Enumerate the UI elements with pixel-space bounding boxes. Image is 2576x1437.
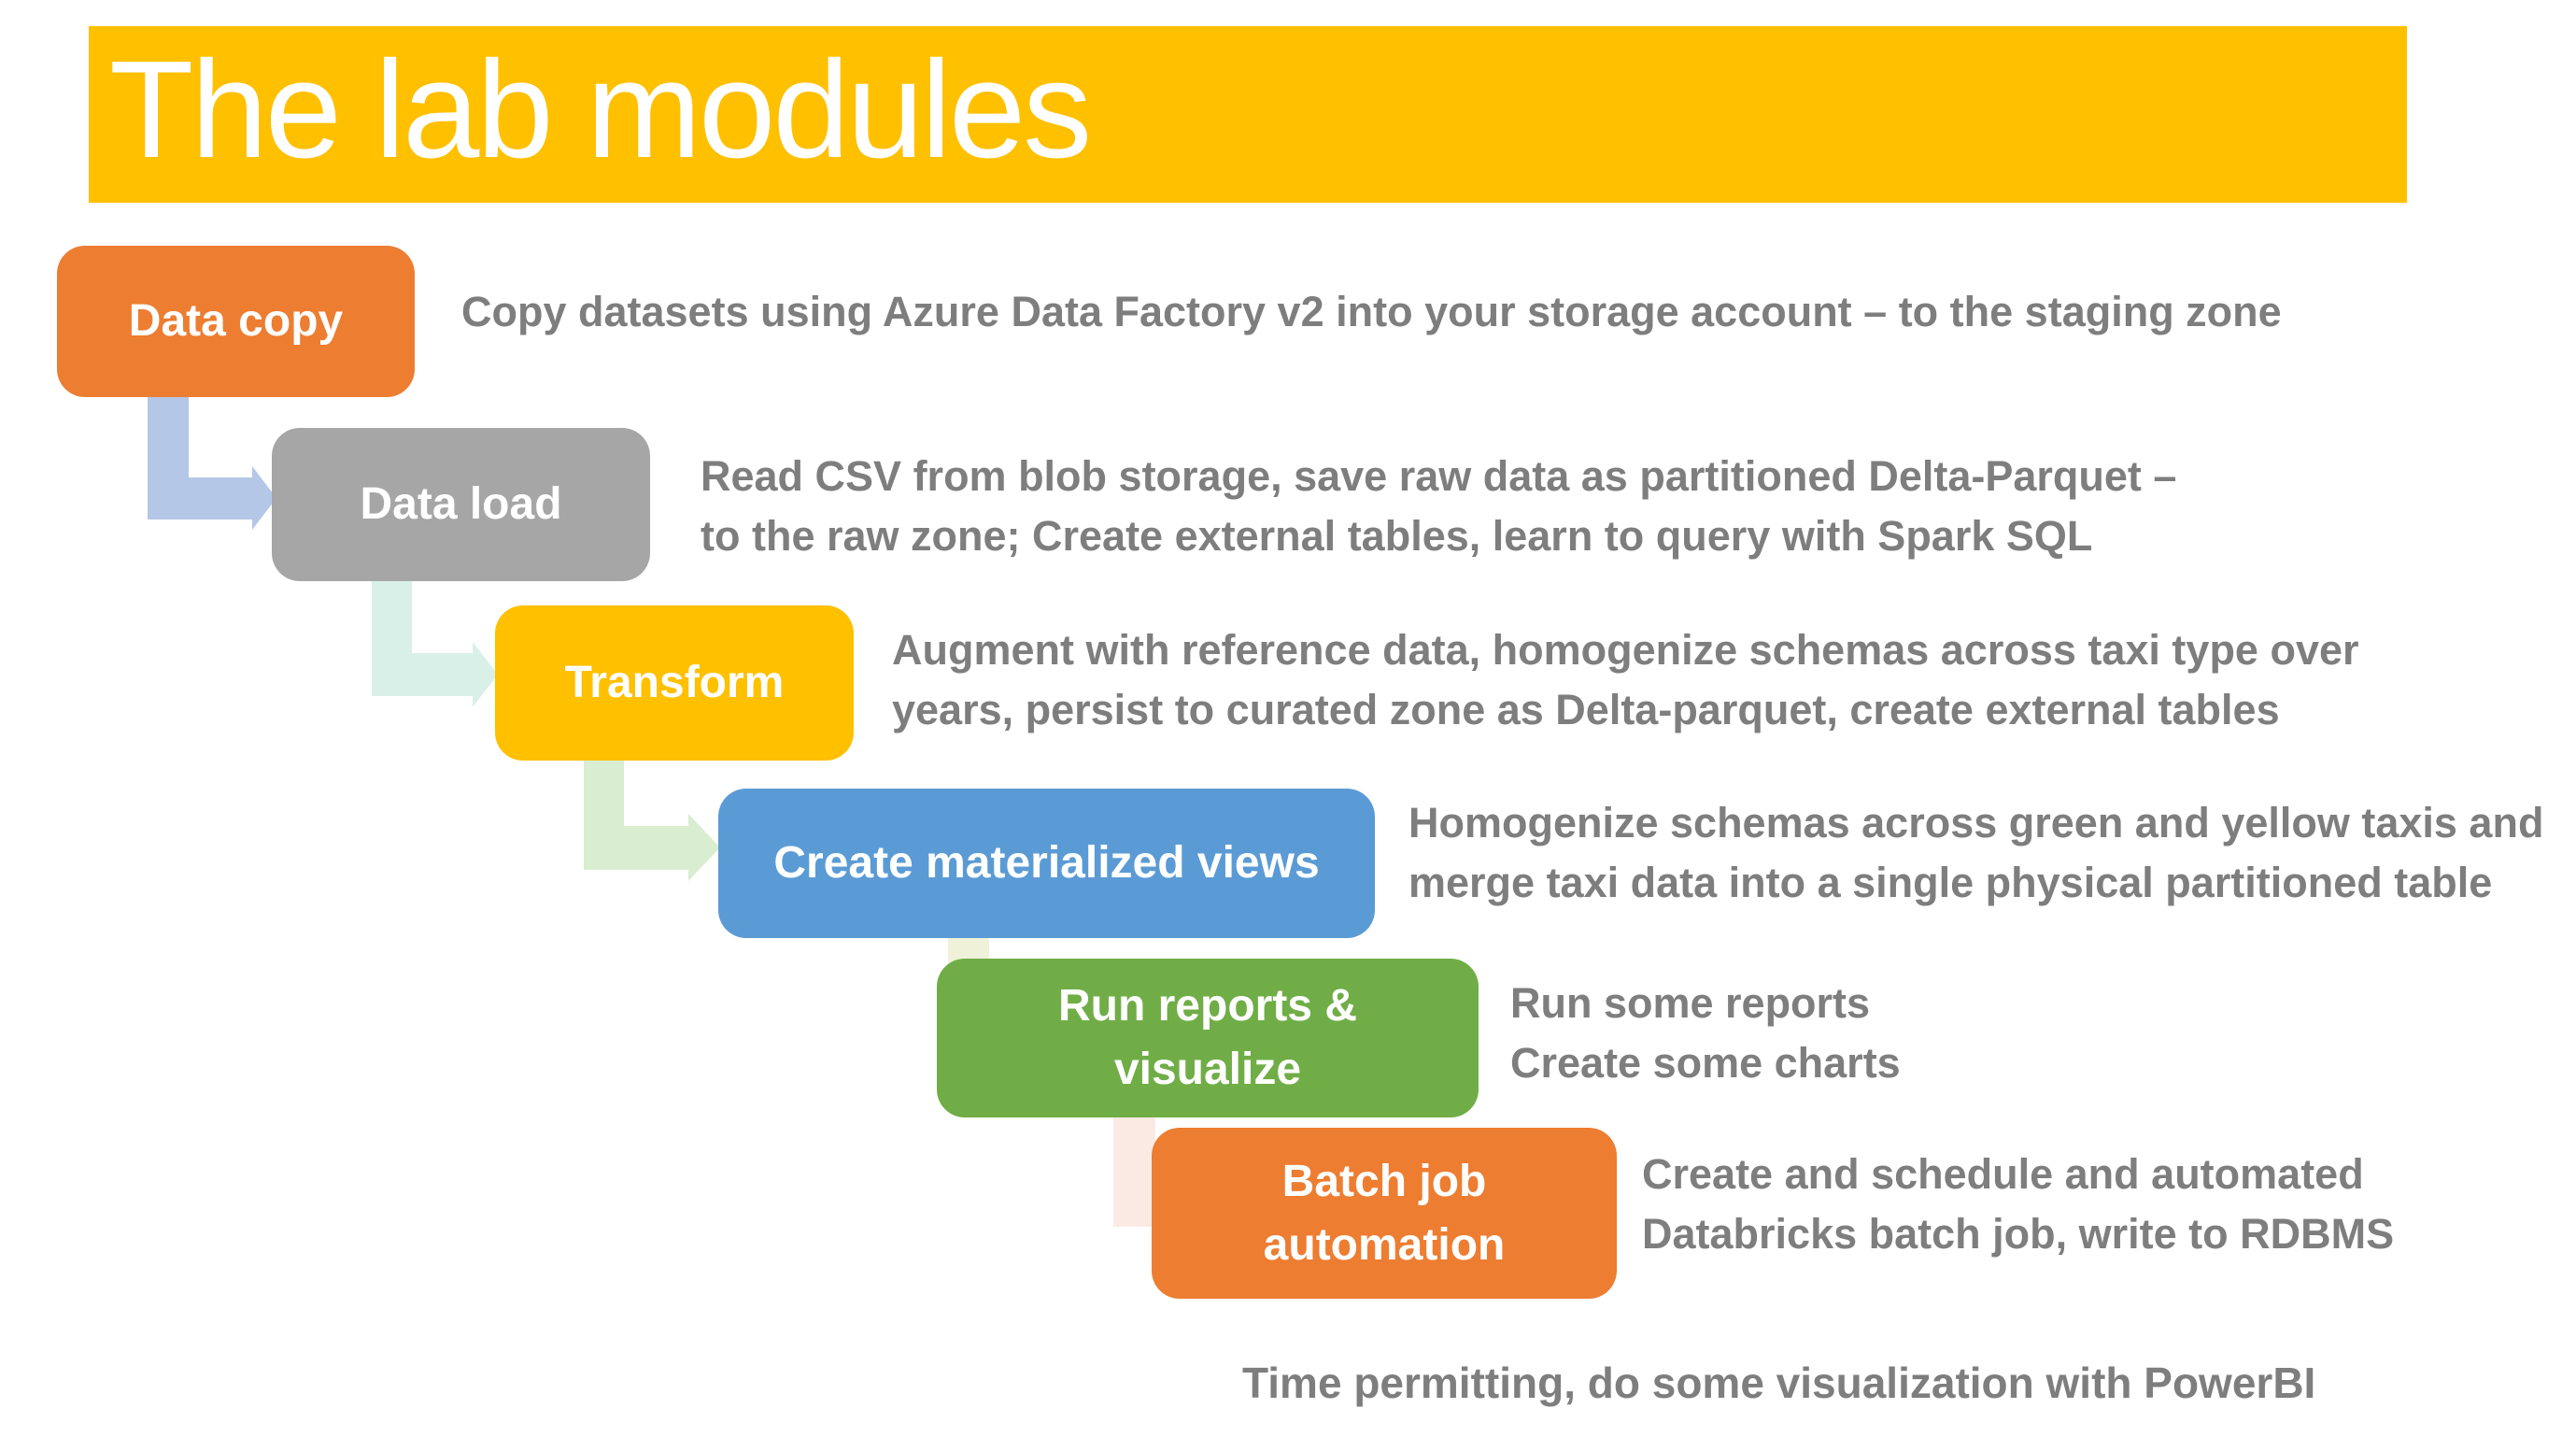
module-label-line: automation [1263, 1219, 1506, 1270]
module-description-transform: Augment with reference data, homogenize … [892, 620, 2359, 740]
connector-stub-5 [1113, 1107, 1155, 1227]
module-description-data-copy: Copy datasets using Azure Data Factory v… [461, 282, 2282, 342]
description-line: merge taxi data into a single physical p… [1408, 859, 2493, 906]
module-label: Data copy [128, 296, 344, 346]
module-label-line: visualize [1113, 1045, 1302, 1094]
module-label: Transform [564, 658, 785, 707]
module-description-data-load: Read CSV from blob storage, save raw dat… [701, 447, 2176, 566]
module-box-batch-job-automation: Batch job automation [1152, 1128, 1617, 1299]
description-line: Create and schedule and automated [1642, 1150, 2364, 1198]
module-description-create-materialized-views: Homogenize schemas across green and yell… [1408, 793, 2543, 913]
arrow-horizontal-bar [148, 477, 252, 519]
arrow-horizontal-bar [584, 826, 688, 870]
module-box-run-reports-visualize: Run reports & visualize [937, 959, 1479, 1117]
module-label: Data load [360, 479, 562, 529]
arrow-head-icon [473, 642, 498, 707]
description-line: Homogenize schemas across green and yell… [1408, 799, 2544, 847]
arrow-horizontal-bar [372, 653, 473, 696]
description-line: Copy datasets using Azure Data Factory v… [461, 288, 2282, 335]
module-label-line: Run reports & [1057, 981, 1357, 1031]
description-line: to the raw zone; Create external tables,… [701, 512, 2093, 560]
description-line: Augment with reference data, homogenize … [892, 626, 2359, 674]
arrow-head-icon [688, 814, 720, 881]
description-line: Databricks batch job, write to RDBMS [1642, 1210, 2395, 1258]
page-title: The lab modules [109, 32, 1092, 187]
module-box-transform: Transform [495, 605, 854, 761]
description-line: Create some charts [1510, 1039, 1901, 1087]
module-description-batch-job: Create and schedule and automated Databr… [1642, 1145, 2394, 1264]
footnote-text: Time permitting, do some visualization w… [1242, 1359, 2316, 1407]
module-label-line: Batch job [1281, 1156, 1487, 1206]
module-label: Create materialized views [773, 838, 1320, 888]
module-box-create-materialized-views: Create materialized views [718, 789, 1375, 938]
description-line: years, persist to curated zone as Delta-… [892, 686, 2280, 733]
description-line: Run some reports [1510, 979, 1871, 1027]
module-description-run-reports: Run some reports Create some charts [1510, 974, 1901, 1093]
module-box-data-copy: Data copy [57, 246, 415, 397]
description-line: Read CSV from blob storage, save raw dat… [701, 452, 2177, 500]
title-banner: The lab modules [89, 26, 2407, 203]
module-box-data-load: Data load [272, 428, 650, 581]
